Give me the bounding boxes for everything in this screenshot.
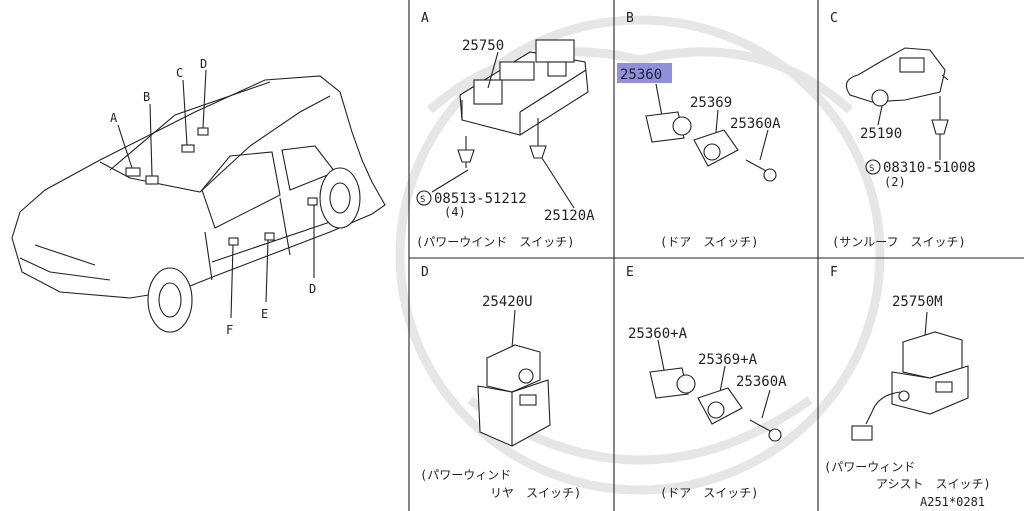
screw-qty-a: (4) bbox=[444, 205, 466, 219]
screw-08310-51008: 08310-51008 bbox=[883, 160, 976, 176]
part-25360: 25360 bbox=[620, 67, 662, 83]
panel-d-drawing bbox=[477, 309, 551, 447]
panel-d-letter: D bbox=[421, 265, 429, 280]
part-25360a-b: 25360A bbox=[730, 116, 781, 132]
panel-e-letter: E bbox=[626, 265, 634, 280]
panel-b-drawing bbox=[617, 63, 777, 182]
car-label-d-top: D bbox=[200, 57, 207, 71]
car-label-a: A bbox=[110, 111, 118, 125]
svg-text:S: S bbox=[420, 195, 425, 205]
caption-f-line1: (パワーウィンド bbox=[824, 460, 915, 474]
caption-e: (ドア スイッチ) bbox=[660, 486, 758, 500]
panel-b-letter: B bbox=[626, 11, 634, 26]
caption-f-line2: アシスト スイッチ) bbox=[876, 477, 991, 491]
standard-part-icon bbox=[416, 190, 432, 206]
caption-d-line1: (パワーウィンド bbox=[420, 468, 511, 482]
screw-08513-51212: 08513-51212 bbox=[434, 191, 527, 207]
front-wheel bbox=[147, 267, 193, 333]
part-25750m: 25750M bbox=[892, 294, 943, 310]
part-25369: 25369 bbox=[690, 95, 732, 111]
part-25190: 25190 bbox=[860, 126, 902, 142]
panel-f-drawing bbox=[851, 311, 969, 441]
panel-grid bbox=[408, 0, 1024, 511]
part-25360-plus-a: 25360+A bbox=[628, 326, 688, 342]
caption-c: (サンルーフ スイッチ) bbox=[832, 235, 966, 249]
car-label-e: E bbox=[261, 307, 268, 321]
car-label-b: B bbox=[143, 90, 150, 104]
reference-code: A251*0281 bbox=[920, 495, 985, 509]
part-25369-plus-a: 25369+A bbox=[698, 352, 758, 368]
car-label-d-bottom: D bbox=[309, 282, 316, 296]
screw-qty-c: (2) bbox=[884, 175, 906, 189]
panel-e-drawing bbox=[649, 339, 782, 442]
standard-part-icon bbox=[865, 159, 881, 175]
caption-d-line2: リヤ スイッチ) bbox=[490, 486, 581, 500]
panel-c-drawing bbox=[845, 47, 949, 160]
part-25120a: 25120A bbox=[544, 208, 595, 224]
panel-a-drawing bbox=[431, 39, 589, 209]
rear-wheel bbox=[319, 167, 361, 229]
car-overview bbox=[11, 69, 386, 333]
car-label-c: C bbox=[176, 66, 183, 80]
panel-c-letter: C bbox=[830, 11, 838, 26]
part-25420u: 25420U bbox=[482, 294, 533, 310]
caption-a: (パワーウインド スイッチ) bbox=[416, 235, 574, 249]
part-25750: 25750 bbox=[462, 38, 504, 54]
car-body bbox=[11, 75, 386, 299]
panel-f-letter: F bbox=[830, 265, 838, 280]
panel-a-letter: A bbox=[421, 11, 429, 26]
caption-b: (ドア スイッチ) bbox=[660, 235, 758, 249]
svg-text:S: S bbox=[869, 164, 874, 174]
car-label-f: F bbox=[226, 323, 233, 337]
part-25360a-e: 25360A bbox=[736, 374, 787, 390]
highlight-25360 bbox=[617, 63, 672, 83]
